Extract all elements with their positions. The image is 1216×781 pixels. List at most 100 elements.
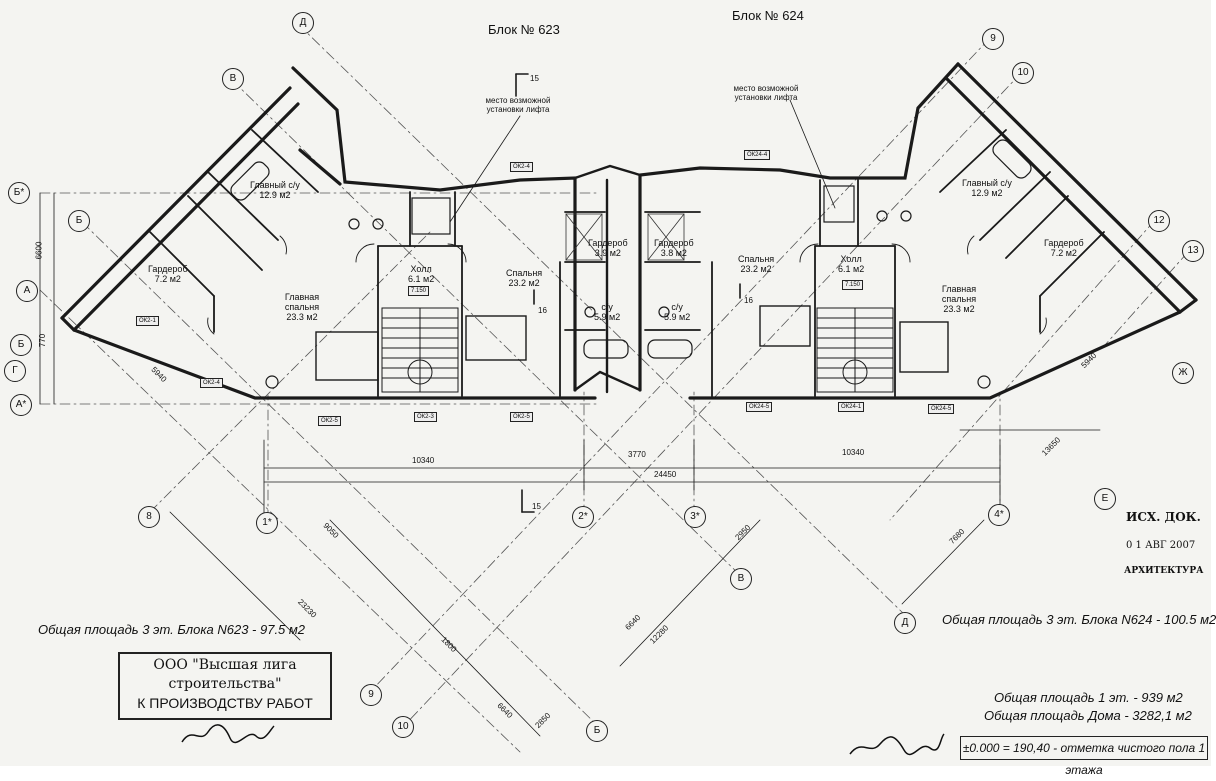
axis-marker: Б* [8,182,30,204]
dim-6600: 6600 [34,241,44,260]
room-area: 23.2 м2 [740,264,772,274]
window-tag: ОК24-5 [928,404,955,414]
room-name: Главная спальня [941,284,977,304]
signature-left [181,724,275,744]
dim-770: 770 [38,333,48,348]
axis-marker: Г [4,360,26,382]
room-area: 6.1 м2 [838,264,865,274]
axis-marker: 10 [1012,62,1034,84]
block-623-title: Блок № 623 [488,22,560,37]
room-area: 23.3 м2 [943,304,975,314]
dim-3770: 3770 [628,450,646,459]
walls-block-624 [638,62,1198,400]
axis-marker: 3* [684,506,706,528]
room-name: Гардероб [1044,238,1084,248]
hall-mark: 7.150 [842,280,864,290]
room-name: с/у [671,302,683,312]
room-name: Гардероб [654,238,694,248]
axis-marker: 8 [138,506,160,528]
room-area: 12.9 м2 [259,190,291,200]
stamp-line-1: ООО "Высшая лига [153,657,297,673]
area-block-623: Общая площадь 3 эт. Блока N623 - 97.5 м2 [38,622,306,637]
room-area: 6.1 м2 [408,274,435,284]
axis-marker: 13 [1182,240,1204,262]
room-name: Гардероб [148,264,188,274]
room-name: Спальня [738,254,775,264]
axis-marker: Д [894,612,916,634]
dim-10340-left: 10340 [412,456,435,465]
inscription-date: 0 1 АВГ 2007 [1126,540,1196,551]
room-name: Главный с/у [250,180,300,190]
room-name: Главный с/у [962,178,1012,188]
section-mark-15-bottom: 15 [532,502,541,511]
room-area: 7.2 м2 [1050,248,1077,258]
dim-24450: 24450 [654,470,677,479]
block-624-title: Блок № 624 [732,8,804,23]
room-area: 23.3 м2 [286,312,318,322]
axis-marker: Б [10,334,32,356]
area-floor-1: Общая площадь 1 эт. - 939 м2 [994,690,1183,705]
axis-marker: Б [586,720,608,742]
axis-marker: А [16,280,38,302]
axis-marker: 4* [988,504,1010,526]
room-name: Спальня [506,268,543,278]
dim-10340-right: 10340 [842,448,865,457]
axis-marker: 12 [1148,210,1170,232]
stamp-line-2: строительства" [168,676,282,692]
stamp-line-3: К ПРОИЗВОДСТВУ РАБОТ [137,695,313,711]
room-name: Холл [410,264,432,274]
axis-marker: Ж [1172,362,1194,384]
elevation-note: ±0.000 = 190,40 - отметка чистого пола 1… [960,736,1208,777]
floor-plan-drawing [39,23,1198,753]
area-block-624: Общая площадь 3 эт. Блока N624 - 100.5 м… [942,612,1216,627]
axis-marker: 10 [392,716,414,738]
section-mark-15-top: 15 [530,74,539,83]
room-area: 5.9 м2 [664,312,691,322]
axis-marker: Б [68,210,90,232]
room-name: с/у [601,302,613,312]
window-tag: ОК2-4 [200,378,223,388]
room-area: 5.9 м2 [594,312,621,322]
lift-note-624: место возможной установки лифта [733,84,799,102]
window-tag: ОК24-5 [746,402,773,412]
room-area: 3.9 м2 [594,248,621,258]
section-mark-16-right: 16 [744,296,753,305]
axis-marker: Е [1094,488,1116,510]
signature-right [849,733,945,756]
axis-marker: 1* [256,512,278,534]
approval-stamp: ООО "Высшая лига строительства" К ПРОИЗВ… [118,652,332,720]
hall-mark: 7.150 [408,286,430,296]
axis-marker: 2* [572,506,594,528]
axis-marker: 9 [360,684,382,706]
room-area: 7.2 м2 [154,274,181,284]
inscription-dept: АРХИТЕКТУРА [1124,566,1204,576]
window-tag: ОК2-1 [136,316,159,326]
lift-note-623: место возможной установки лифта [485,96,551,114]
grid-axes [39,23,1189,753]
axis-marker: А* [10,394,32,416]
room-name: Холл [840,254,862,264]
room-name: Гардероб [588,238,628,248]
room-area: 3.8 м2 [660,248,687,258]
axis-marker: В [730,568,752,590]
room-area: 12.9 м2 [971,188,1003,198]
axis-marker: В [222,68,244,90]
inscription-ref: ИСХ. ДОК. [1126,510,1201,524]
window-tag: ОК24-1 [838,402,865,412]
axis-marker: Д [292,12,314,34]
section-mark-16-left: 16 [538,306,547,315]
